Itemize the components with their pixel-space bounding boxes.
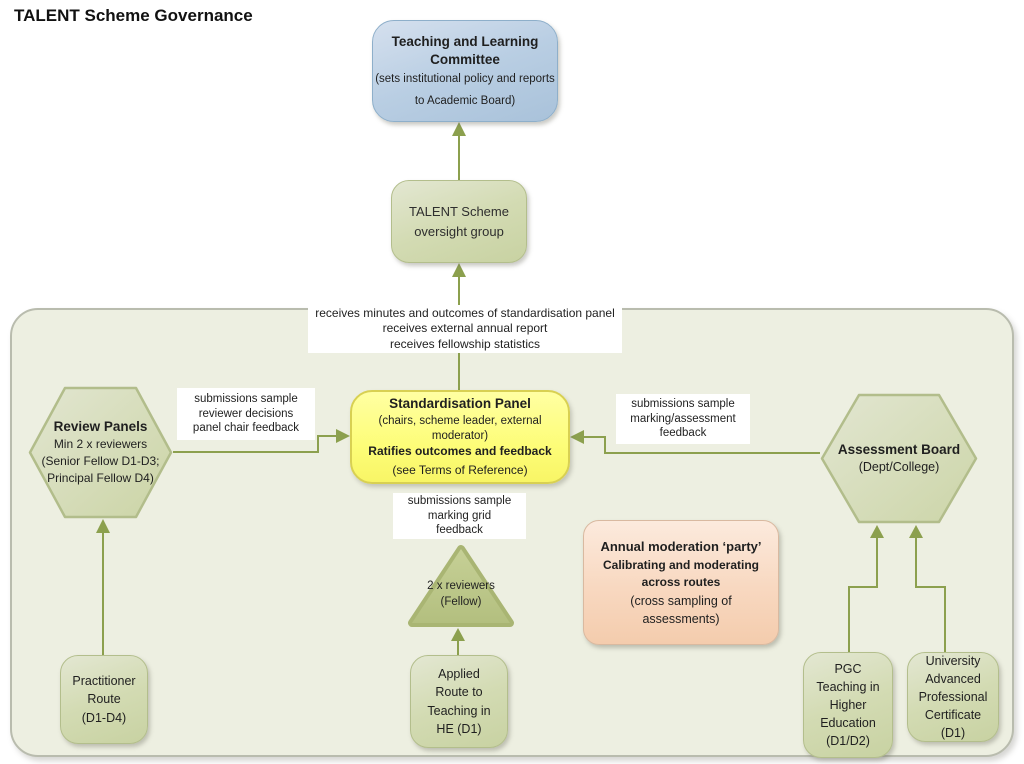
- node-oversight-group: TALENT Scheme oversight group: [391, 180, 527, 263]
- label-review-to-panel: submissions sample reviewer decisions pa…: [177, 388, 315, 440]
- triangle-shape: [408, 545, 514, 627]
- node-assessment-board: Assessment Board (Dept/College): [820, 392, 978, 525]
- hexagon-shape: [28, 386, 173, 519]
- node-applied-route: Applied Route to Teaching in HE (D1): [410, 655, 508, 748]
- hexagon-shape: [820, 393, 978, 524]
- connector-container-to-oversight: [452, 263, 466, 306]
- node-reviewers-triangle: 2 x reviewers (Fellow): [405, 541, 517, 631]
- node-standardisation-panel: Standardisation Panel (chairs, scheme le…: [350, 390, 570, 484]
- node-uapc-route: University Advanced Professional Certifi…: [907, 652, 999, 742]
- label-board-to-panel: submissions sample marking/assessment fe…: [616, 394, 750, 444]
- label-triangle-to-panel: submissions sample marking grid feedback: [393, 493, 526, 539]
- label-reports-to-oversight: receives minutes and outcomes of standar…: [308, 305, 622, 353]
- connector-oversight-to-committee: [452, 122, 466, 181]
- node-teaching-learning-committee: Teaching and Learning Committee (sets in…: [372, 20, 558, 122]
- node-practitioner-route: Practitioner Route (D1-D4): [60, 655, 148, 744]
- node-annual-moderation-party: Annual moderation ‘party’ Calibrating an…: [583, 520, 779, 645]
- page-title: TALENT Scheme Governance: [14, 6, 253, 25]
- node-review-panels: Review Panels Min 2 x reviewers (Senior …: [28, 385, 173, 520]
- node-pgc-route: PGC Teaching in Higher Education (D1/D2): [803, 652, 893, 758]
